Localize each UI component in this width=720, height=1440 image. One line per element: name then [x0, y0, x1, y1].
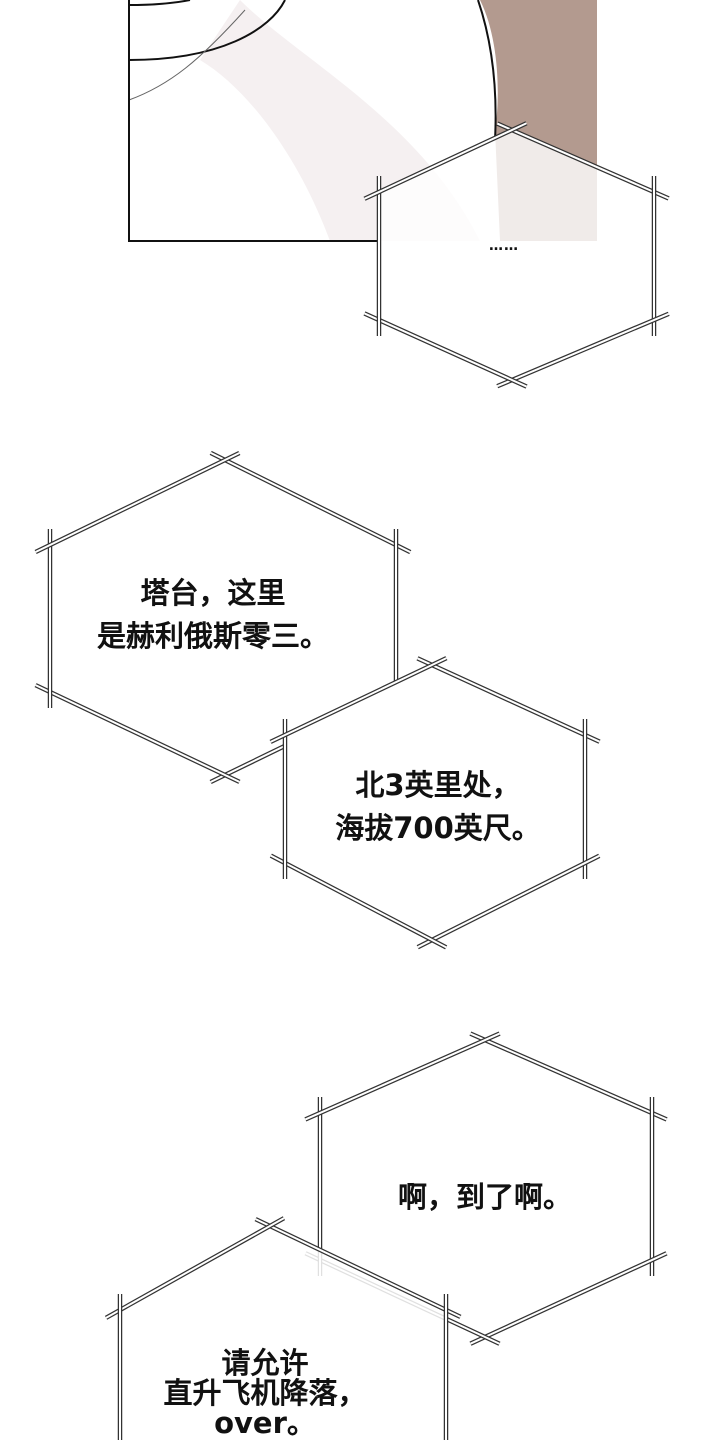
bubble-fill — [379, 130, 654, 380]
text-line: 塔台，这里 — [140, 576, 286, 610]
bubble-fill — [320, 1040, 652, 1337]
bubble-edge — [417, 657, 600, 743]
bubble-edge — [270, 854, 447, 949]
bubble-edge — [364, 312, 527, 388]
bubble-edge — [304, 1032, 501, 1121]
hex-bubble-ellipsis — [363, 121, 670, 389]
hex-bubble-4 — [104, 1216, 462, 1440]
hex-bubble-2 — [269, 656, 601, 950]
text-line: over。 — [214, 1406, 316, 1440]
speech-bubble-2-text: 北3英里处， 海拔700英尺。 — [335, 764, 541, 850]
bubble-fill — [50, 460, 396, 775]
text-line: 海拔700英尺。 — [335, 811, 541, 845]
speech-bubble-4-text: 请允许 直升飞机降落， over。 — [163, 1348, 366, 1438]
speech-bubble-3-text: 啊，到了啊。 — [398, 1176, 572, 1219]
speech-bubble-1-text: 塔台，这里 是赫利俄斯零三。 — [97, 572, 329, 658]
bubble-edge — [496, 312, 670, 388]
bubble-edge — [470, 1252, 667, 1345]
text-line: 是赫利俄斯零三。 — [96, 619, 330, 653]
bubble-edge — [210, 451, 411, 554]
bubble-edge — [364, 122, 527, 200]
text-line: 啊，到了啊。 — [397, 1180, 573, 1214]
bubble-edge — [35, 684, 240, 783]
bubble-edge — [469, 1032, 668, 1121]
bubble-edge — [270, 657, 447, 743]
bubble-edge — [105, 1217, 285, 1319]
text-line: 北3英里处， — [355, 768, 521, 802]
bubble-fill — [120, 1226, 446, 1440]
bubble-fill — [285, 665, 585, 940]
ellipsis-text: …… — [489, 238, 519, 254]
text-line: 请允许 — [221, 1346, 309, 1380]
bubble-edge — [417, 854, 600, 949]
bubble-edge — [35, 452, 240, 553]
bubble-edge — [496, 122, 670, 200]
bubble-edge — [255, 1218, 461, 1318]
text-line: 直升飞机降落， — [163, 1376, 367, 1410]
